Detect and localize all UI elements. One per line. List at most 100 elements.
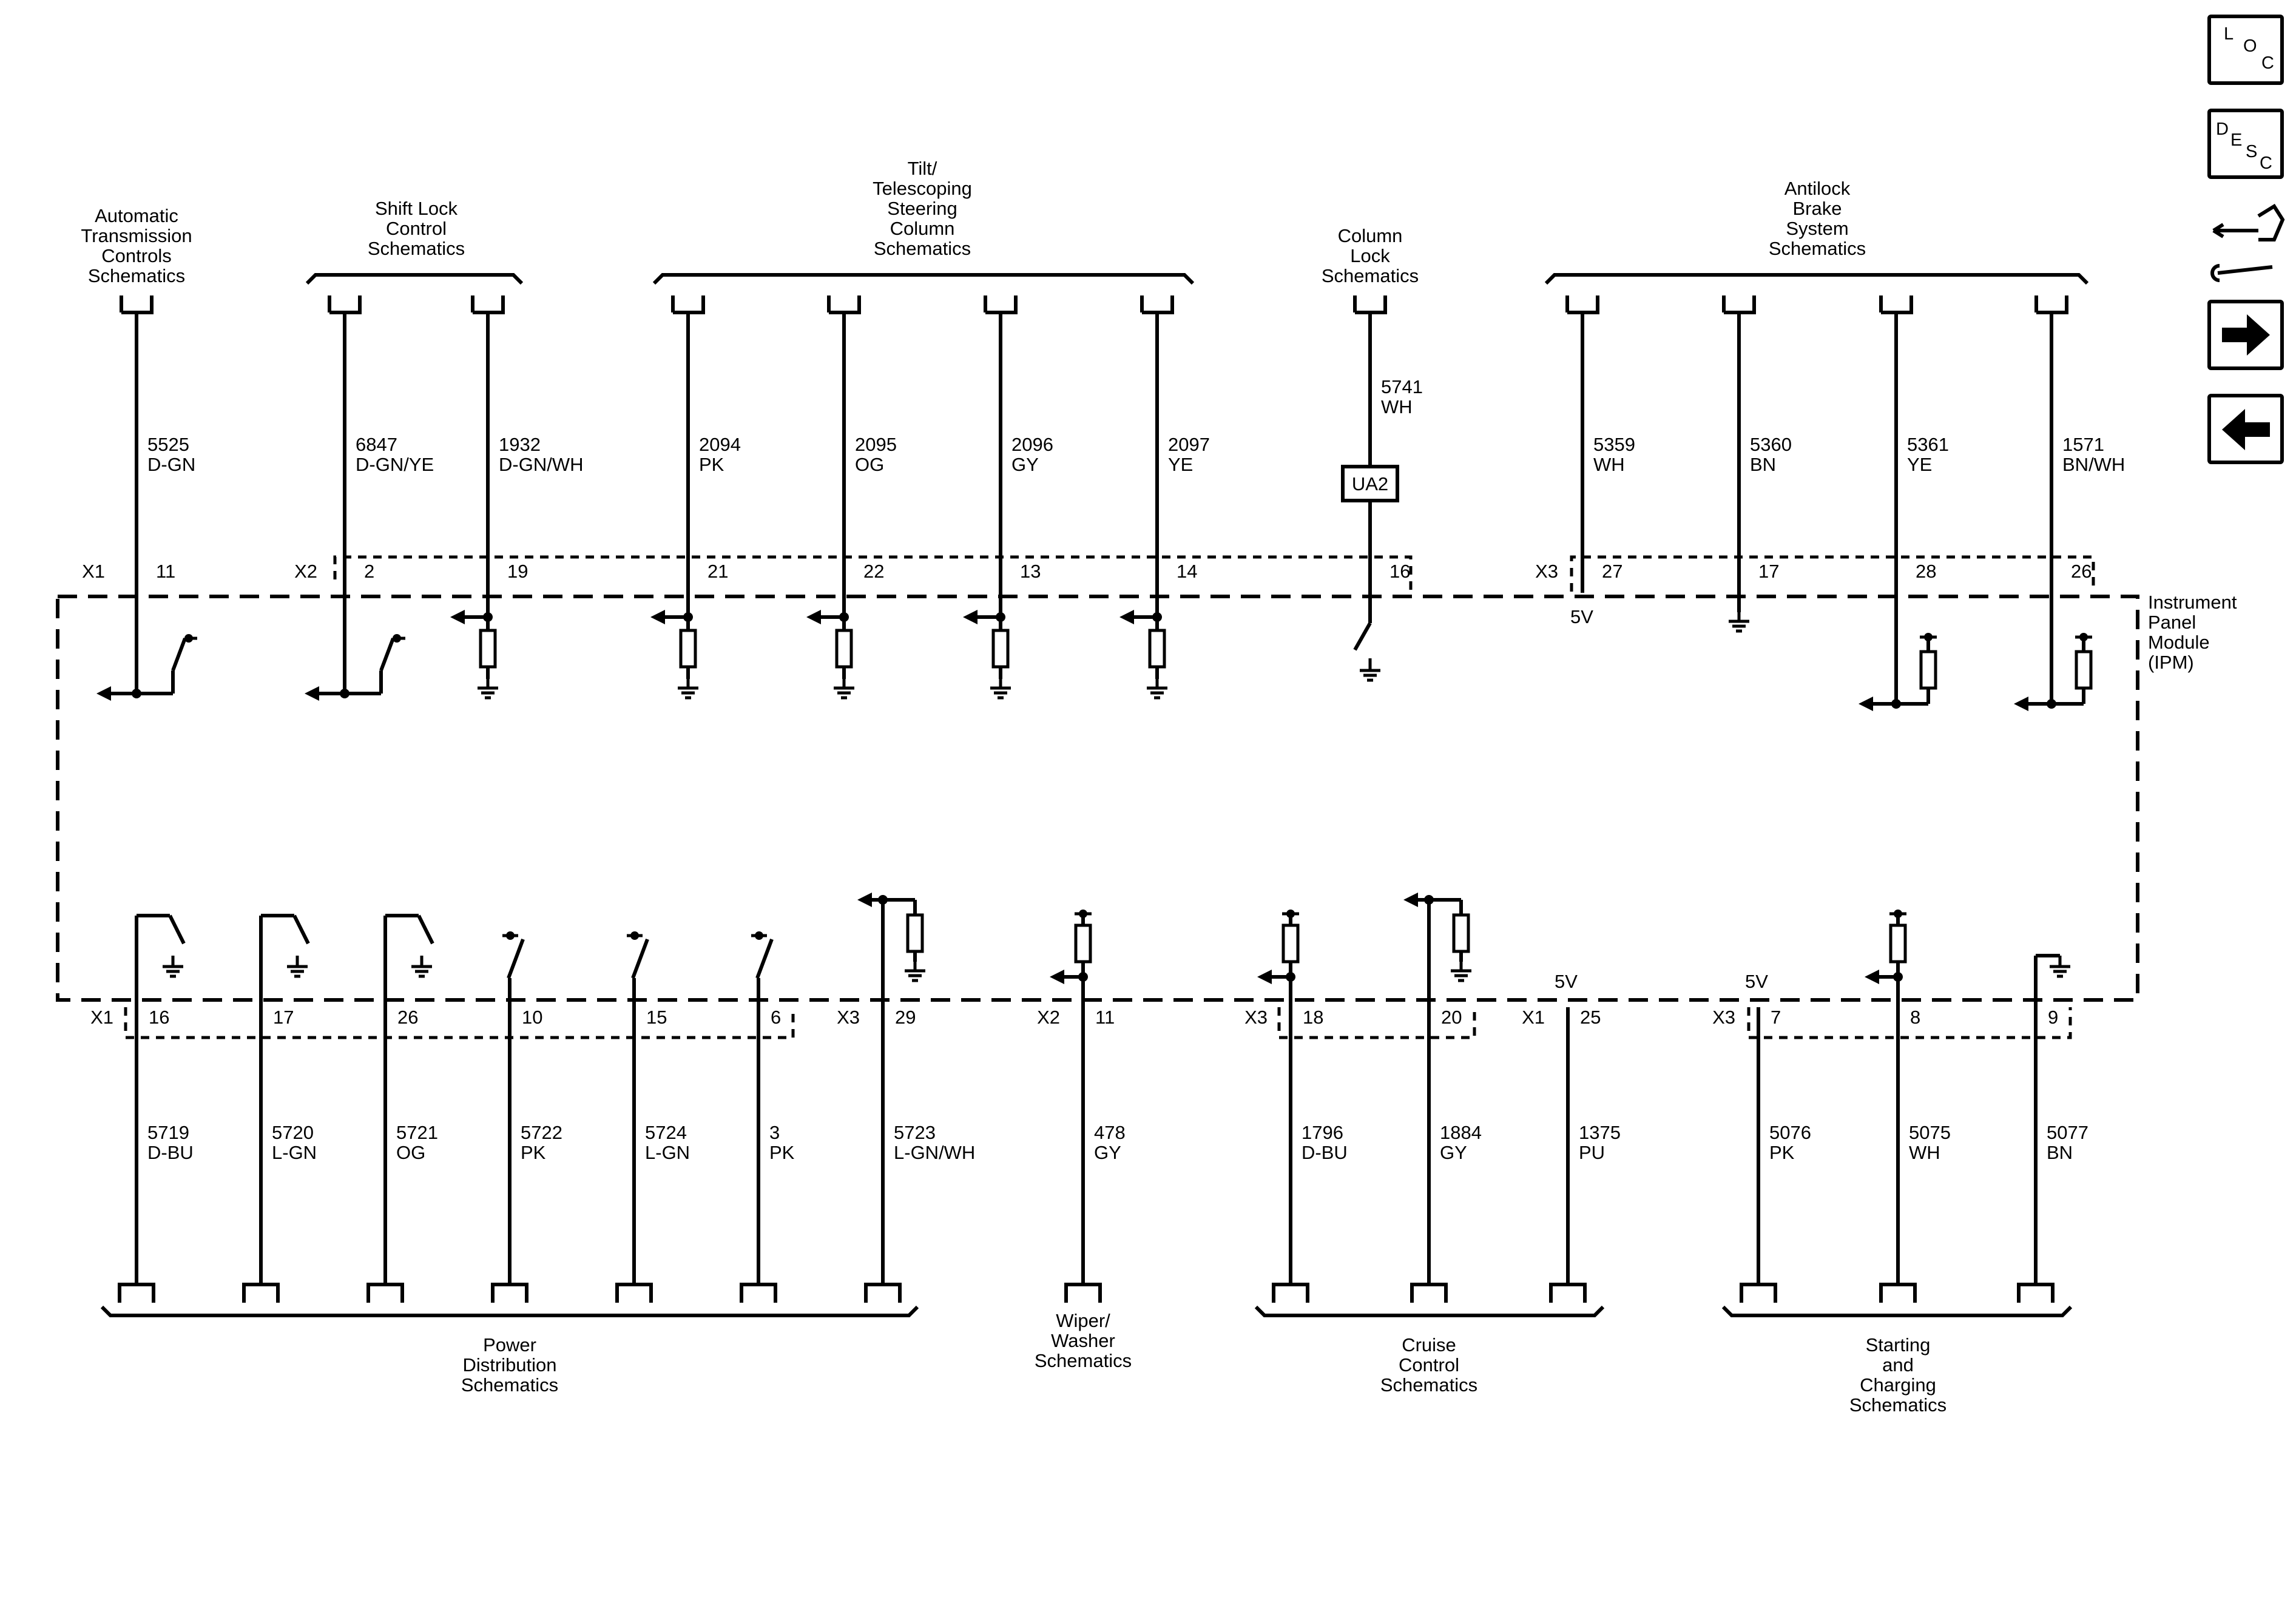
group-title-automatic-transmission: Schematics — [88, 265, 185, 286]
wire-color: GY — [1011, 454, 1039, 475]
input-arrow — [857, 893, 872, 907]
reference-voltage: 5V — [1570, 606, 1593, 627]
ground-symbol — [478, 677, 498, 700]
wire-color: GY — [1094, 1142, 1121, 1163]
wire-color: PK — [1769, 1142, 1795, 1163]
pin-number: 27 — [1602, 561, 1622, 582]
bracket-tilt-steering — [652, 273, 1195, 285]
group-title-starting-charging: and — [1882, 1354, 1914, 1376]
switch-blade — [379, 637, 395, 672]
group-title-wiper-washer: Schematics — [1035, 1350, 1132, 1371]
pin-number: 8 — [1910, 1007, 1920, 1028]
input-arrow — [1119, 610, 1134, 624]
input-arrow — [2014, 697, 2028, 711]
connector-wrench-icon[interactable] — [2210, 203, 2285, 282]
desc-icon-letter: C — [2260, 154, 2272, 173]
terminal-connector — [2017, 1283, 2055, 1303]
ground-symbol — [1451, 960, 1471, 982]
wire-color: WH — [1593, 454, 1625, 475]
switch-blade — [755, 938, 774, 979]
connector-x3-bottom-b — [1747, 1007, 2072, 1039]
group-title-antilock-brake: Brake — [1793, 198, 1842, 219]
connector-id: X2 — [294, 561, 317, 582]
connector-id: X3 — [1535, 561, 1558, 582]
circuit-number: 1571 — [2062, 434, 2104, 455]
terminal-connector — [615, 1283, 653, 1303]
input-arrow — [806, 610, 821, 624]
module-name: Instrument — [2148, 592, 2237, 613]
circuit-number: 2095 — [855, 434, 897, 455]
group-title-antilock-brake: Schematics — [1769, 238, 1866, 259]
group-title-shift-lock: Schematics — [368, 238, 465, 259]
arrow-left-glyph — [2222, 409, 2270, 450]
group-title-cruise-control: Cruise — [1402, 1334, 1456, 1355]
wire-color: GY — [1440, 1142, 1467, 1163]
resistor — [1889, 923, 1907, 964]
input-arrow — [1865, 970, 1879, 984]
switch-blade — [168, 914, 186, 945]
ground-symbol — [834, 677, 854, 700]
circuit-number: 5075 — [1909, 1122, 1951, 1143]
resistor — [1452, 913, 1470, 953]
circuit-number: 5721 — [396, 1122, 438, 1143]
circuit-number: 1796 — [1302, 1122, 1343, 1143]
terminal-connector — [1879, 295, 1913, 314]
group-title-cruise-control: Schematics — [1380, 1374, 1477, 1396]
loc-icon[interactable] — [2207, 15, 2284, 85]
group-title-column-lock: Lock — [1350, 245, 1390, 266]
group-title-tilt-steering: Tilt/ — [908, 158, 937, 179]
module-boundary-layer — [56, 555, 2139, 1039]
inline-label: UA2 — [1352, 473, 1388, 495]
arrow-right-glyph — [2222, 314, 2270, 356]
switch-blade — [1353, 622, 1372, 651]
pin-number: 18 — [1303, 1007, 1323, 1028]
input-arrow — [650, 610, 665, 624]
circuit-number: 5076 — [1769, 1122, 1811, 1143]
wire-color: PK — [769, 1142, 795, 1163]
pin-number: 17 — [273, 1007, 294, 1028]
group-title-tilt-steering: Schematics — [874, 238, 971, 259]
resistor — [1074, 923, 1092, 964]
module-name: (IPM) — [2148, 652, 2194, 673]
bracket-shift-lock — [305, 273, 524, 285]
ground-symbol — [990, 677, 1011, 700]
module-name: Panel — [2148, 612, 2196, 633]
circuit-number: 5723 — [894, 1122, 936, 1143]
ground-symbol — [1147, 677, 1167, 700]
pin-number: 11 — [156, 561, 175, 582]
group-title-automatic-transmission: Automatic — [95, 205, 178, 226]
circuit-number: 6847 — [356, 434, 397, 455]
connector-x3-bottom-a — [1277, 1007, 1476, 1039]
desc-icon[interactable] — [2207, 109, 2284, 179]
terminal-connector — [1549, 1283, 1587, 1303]
resistor — [2075, 650, 2093, 690]
circuit-number: 1932 — [499, 434, 541, 455]
circuit-number: 5525 — [147, 434, 189, 455]
bracket-cruise-control — [1254, 1305, 1605, 1317]
pin-number: 16 — [1389, 561, 1410, 582]
terminal-connector — [1565, 295, 1599, 314]
group-title-automatic-transmission: Controls — [101, 245, 171, 266]
terminal-connector — [1410, 1283, 1448, 1303]
wire-color: BN — [2047, 1142, 2073, 1163]
group-title-starting-charging: Schematics — [1849, 1394, 1947, 1416]
terminal-connector — [120, 295, 154, 314]
wire-color: YE — [1168, 454, 1193, 475]
resistor — [1919, 650, 1937, 690]
switch-blade — [507, 938, 525, 979]
wire-color: BN/WH — [2062, 454, 2125, 475]
terminal-connector — [2034, 295, 2068, 314]
group-title-shift-lock: Control — [386, 218, 447, 239]
pin-number: 29 — [895, 1007, 916, 1028]
group-title-cruise-control: Control — [1399, 1354, 1459, 1376]
group-title-power-distribution: Schematics — [461, 1374, 558, 1396]
terminal-connector — [1140, 295, 1174, 314]
resistor — [679, 629, 697, 669]
wire-color: YE — [1907, 454, 1932, 475]
group-title-column-lock: Column — [1338, 225, 1403, 246]
bracket-antilock-brake — [1544, 273, 2089, 285]
terminal-connector — [740, 1283, 777, 1303]
circuit-number: 1375 — [1579, 1122, 1621, 1143]
pin-number: 2 — [364, 561, 374, 582]
